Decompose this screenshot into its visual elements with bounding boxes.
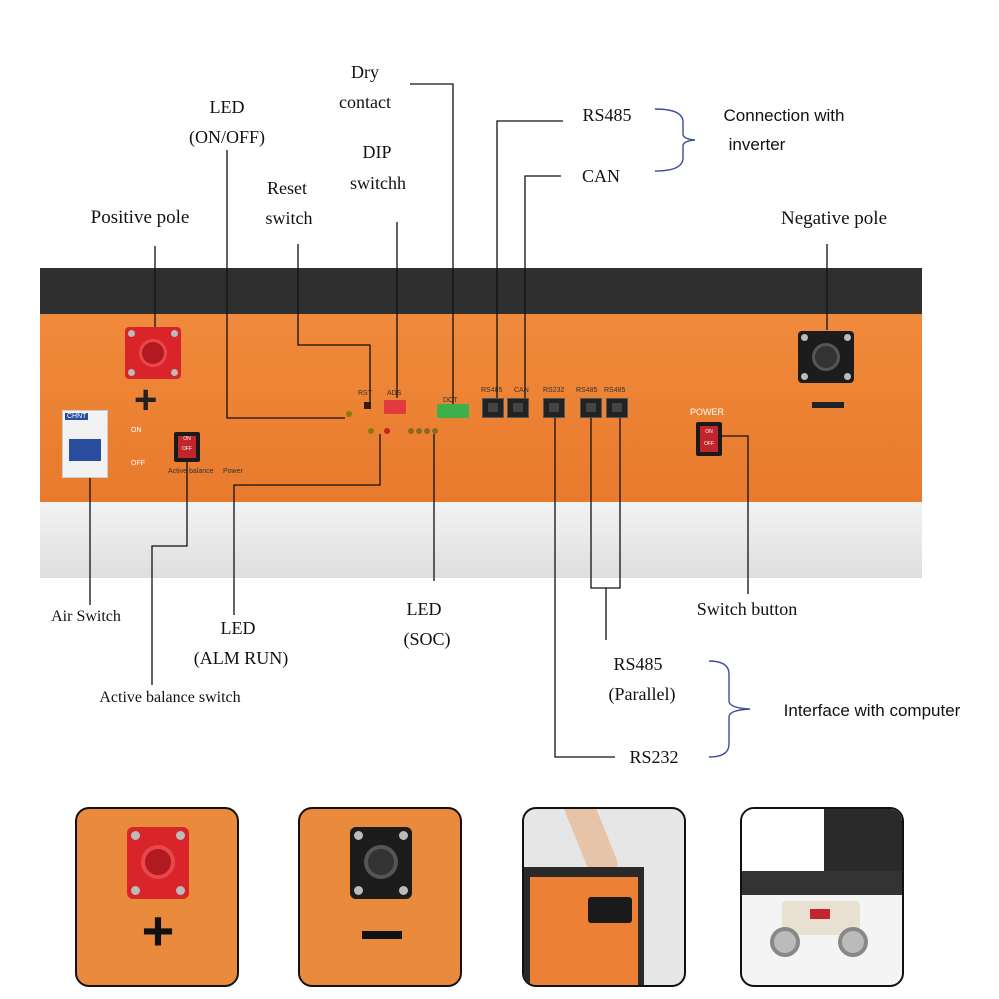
minus-bar xyxy=(812,402,844,408)
label-led-alm-run: LED xyxy=(220,618,256,638)
thumb-battery-body xyxy=(524,867,644,985)
thumb-cabinet-base xyxy=(742,871,902,895)
leader-dry-contact xyxy=(410,83,454,404)
label-dry-contact-1: Dry xyxy=(351,62,379,82)
port-rs485-parallel-label-2: RS485 xyxy=(604,387,626,394)
thumb-cabinet-dark xyxy=(824,809,902,871)
active-balance-rocker[interactable]: ON OFF xyxy=(174,432,200,462)
leader-reset-switch xyxy=(297,244,371,402)
breaker-brand: CHNT xyxy=(65,413,89,420)
label-positive-pole: Positive pole xyxy=(90,207,190,228)
label-rs232: RS232 xyxy=(629,747,679,767)
positive-terminal[interactable] xyxy=(125,327,181,379)
can-port[interactable] xyxy=(507,398,529,418)
dip-switch[interactable] xyxy=(384,400,406,414)
plus-sign: + xyxy=(134,378,158,422)
power-panel-label-small: Power xyxy=(223,468,243,475)
breaker-toggle[interactable] xyxy=(69,439,101,461)
label-can: CAN xyxy=(581,166,620,186)
led-soc-4 xyxy=(432,428,438,434)
leader-active-balance xyxy=(151,462,188,685)
thumb-positive-terminal-block xyxy=(127,827,189,899)
led-alm xyxy=(368,428,374,434)
bracket-connection-inverter xyxy=(654,108,696,172)
leader-can xyxy=(524,175,561,398)
led-soc-2 xyxy=(416,428,422,434)
dry-contact-connector[interactable] xyxy=(437,404,469,418)
label-rs485-inverter: RS485 xyxy=(582,105,632,125)
reset-switch[interactable] xyxy=(364,402,371,409)
thumbnail-negative-terminal xyxy=(298,807,462,987)
port-rs232-label: RS232 xyxy=(543,387,565,394)
thumb-minus-bar xyxy=(362,931,402,939)
breaker-off-label: OFF xyxy=(131,460,145,467)
power-switch-face: ON OFF xyxy=(700,426,718,452)
label-connection-inverter-1: Connection with xyxy=(723,106,845,125)
label-reset-switch-1: Reset xyxy=(267,178,307,198)
led-soc-3 xyxy=(424,428,430,434)
active-balance-panel-label: Active balance xyxy=(168,468,214,475)
thumb-wheel-1 xyxy=(770,927,800,957)
port-rs485-label: RS485 xyxy=(481,387,503,394)
rs485-parallel-port-1[interactable] xyxy=(580,398,602,418)
thumbnail-caster-wheels xyxy=(740,807,904,987)
label-led-on-off: LED xyxy=(209,97,245,117)
thumb-handle xyxy=(588,897,632,923)
panel-top-cover xyxy=(40,268,922,314)
bracket-interface-computer xyxy=(708,660,751,758)
label-led-on-off-sub: (ON/OFF) xyxy=(188,127,265,147)
rst-label: RST xyxy=(358,390,372,397)
thumb-wheel-2 xyxy=(838,927,868,957)
label-interface-computer: Interface with computer xyxy=(783,701,961,720)
label-led-soc-sub: (SOC) xyxy=(403,629,451,649)
label-connection-inverter-2: inverter xyxy=(728,135,786,154)
leader-rs485-inverter xyxy=(496,120,563,398)
power-switch[interactable]: ON OFF xyxy=(696,422,722,456)
power-label: POWER xyxy=(690,407,725,417)
breaker-on-label: ON xyxy=(131,427,142,434)
label-active-balance-switch: Active balance switch xyxy=(99,689,241,706)
label-led-soc: LED xyxy=(406,599,442,619)
led-soc-1 xyxy=(408,428,414,434)
rs232-port[interactable] xyxy=(543,398,565,418)
label-dip-switch-2: switchh xyxy=(350,173,406,193)
leader-switch-button xyxy=(722,435,749,594)
air-switch[interactable]: CHNT xyxy=(62,410,108,478)
thumbnail-positive-terminal: + xyxy=(75,807,239,987)
leader-alm-run xyxy=(233,434,381,615)
label-negative-pole: Negative pole xyxy=(780,208,888,229)
leader-rs232 xyxy=(554,418,615,758)
leader-led-on-off xyxy=(226,150,345,419)
dct-label: DCT xyxy=(443,397,458,404)
label-dry-contact-2: contact xyxy=(339,92,391,112)
thumb-negative-terminal-block xyxy=(350,827,412,899)
label-air-switch: Air Switch xyxy=(51,608,121,625)
label-led-alm-run-sub: (ALM RUN) xyxy=(193,648,289,668)
rs485-parallel-port-2[interactable] xyxy=(606,398,628,418)
label-rs485-parallel: RS485 xyxy=(613,654,663,674)
led-on-off xyxy=(346,411,352,417)
ads-label: ADS xyxy=(387,390,402,397)
led-run xyxy=(384,428,390,434)
label-rs485-parallel-sub: (Parallel) xyxy=(608,684,676,704)
label-dip-switch-1: DIP xyxy=(362,142,392,162)
active-balance-rocker-face: ON OFF xyxy=(178,436,196,458)
thumb-plus-sign: + xyxy=(141,899,175,962)
label-reset-switch-2: switch xyxy=(265,208,313,228)
label-switch-button: Switch button xyxy=(696,599,798,619)
port-rs485-parallel-label-1: RS485 xyxy=(576,387,598,394)
port-can-label: CAN xyxy=(514,387,529,394)
thumb-caster-red xyxy=(810,909,830,919)
thumbnail-carry-handle xyxy=(522,807,686,987)
rs485-inverter-port[interactable] xyxy=(482,398,504,418)
negative-terminal[interactable] xyxy=(798,331,854,383)
leader-rs485-parallel-a xyxy=(590,418,621,589)
